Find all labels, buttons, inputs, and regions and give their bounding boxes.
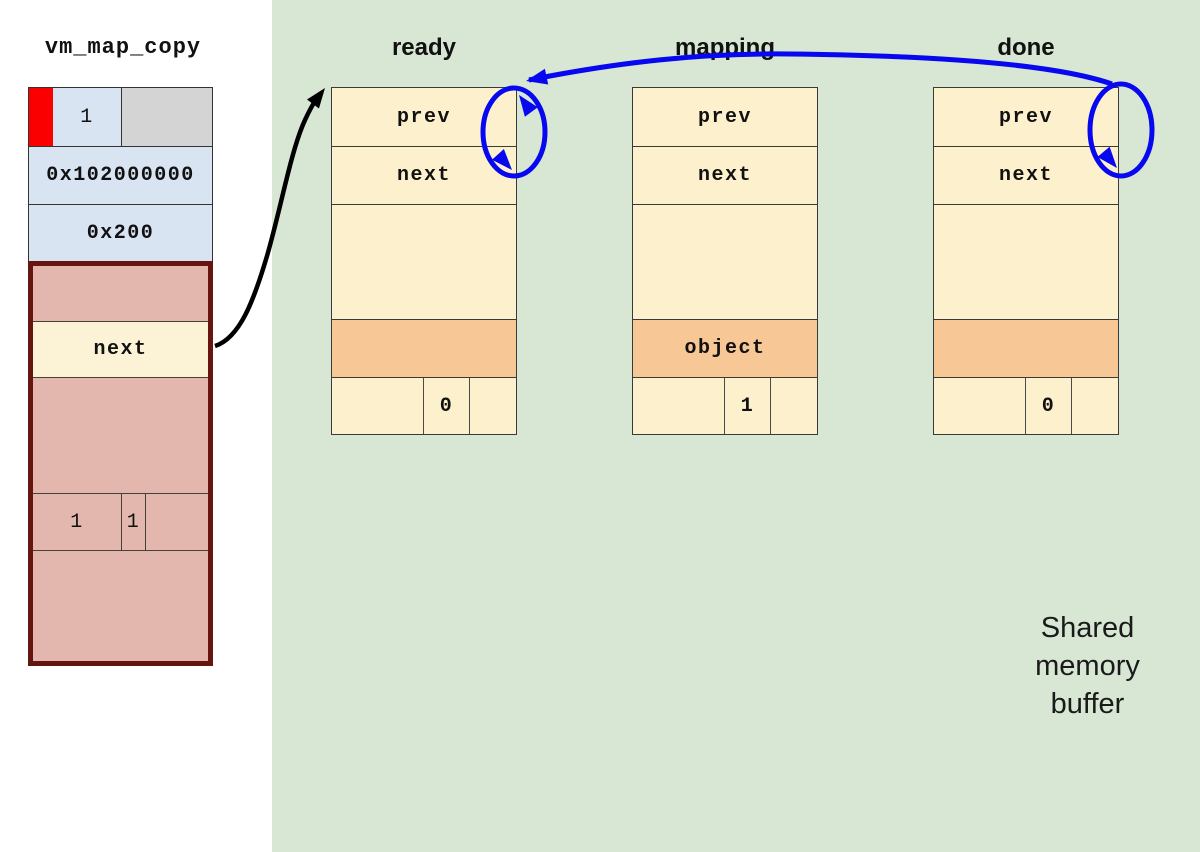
- flag-cell: 0: [424, 378, 470, 434]
- flag-cell: [332, 378, 424, 434]
- address-cell: 0x102000000: [29, 146, 212, 204]
- prev-cell: prev: [998, 105, 1053, 129]
- next-cell: next: [633, 146, 817, 204]
- body-cell: [633, 204, 817, 319]
- body-cell: [332, 204, 516, 319]
- flag-cell: [633, 378, 725, 434]
- node-box: prev next 0: [331, 87, 517, 435]
- node-box: prev next object 1: [632, 87, 818, 435]
- flag-cell: [771, 378, 817, 434]
- node-title: done: [997, 34, 1055, 61]
- flag-cell: 0: [1026, 378, 1072, 434]
- vm-map-copy-entry-box: next 1 1: [28, 261, 213, 666]
- vm-map-copy-flags-row: 1: [29, 88, 212, 146]
- node-ready: ready prev next 0: [331, 34, 517, 435]
- flag-cell: 1: [725, 378, 771, 434]
- entry-spacer-row: [33, 378, 208, 493]
- node-done: done prev next 0: [933, 34, 1119, 435]
- entry-spacer-row: [33, 266, 208, 321]
- flags-row: 0: [934, 377, 1118, 434]
- node-title: ready: [391, 34, 457, 61]
- shared-label-line: Shared: [1040, 612, 1135, 644]
- object-cell: object: [633, 319, 817, 377]
- object-cell: [332, 319, 516, 377]
- flags-row: 0: [332, 377, 516, 434]
- entry-bits-row: 1 1: [33, 493, 208, 551]
- prev-cell: prev: [396, 105, 451, 129]
- entry-bit-cell: [146, 494, 208, 550]
- unused-gray-cell: [122, 88, 212, 146]
- next-cell: next: [332, 146, 516, 204]
- node-title: mapping: [675, 34, 775, 61]
- entry-bit-cell: 1: [33, 494, 122, 550]
- flag-cell: [470, 378, 516, 434]
- flag-cell: [1072, 378, 1118, 434]
- flag-value-cell: 1: [52, 88, 123, 146]
- entry-next-cell: next: [33, 321, 208, 378]
- size-cell: 0x200: [29, 204, 212, 262]
- entry-spacer-row: [33, 551, 208, 661]
- shared-label-line: memory: [1035, 650, 1140, 682]
- entry-bit-cell: 1: [122, 494, 146, 550]
- shared-label-line: buffer: [1050, 688, 1125, 720]
- node-box: prev next 0: [933, 87, 1119, 435]
- body-cell: [934, 204, 1118, 319]
- next-cell: next: [934, 146, 1118, 204]
- prev-cell: prev: [697, 105, 752, 129]
- red-flag-cell: [29, 88, 53, 146]
- shared-memory-label: Shared memory buffer: [1000, 609, 1175, 723]
- vm-map-copy-title: vm_map_copy: [44, 35, 202, 60]
- flag-cell: [934, 378, 1026, 434]
- flags-row: 1: [633, 377, 817, 434]
- node-mapping: mapping prev next object 1: [632, 34, 818, 435]
- vm-map-copy-header-box: 1 0x102000000 0x200: [28, 87, 213, 263]
- object-cell: [934, 319, 1118, 377]
